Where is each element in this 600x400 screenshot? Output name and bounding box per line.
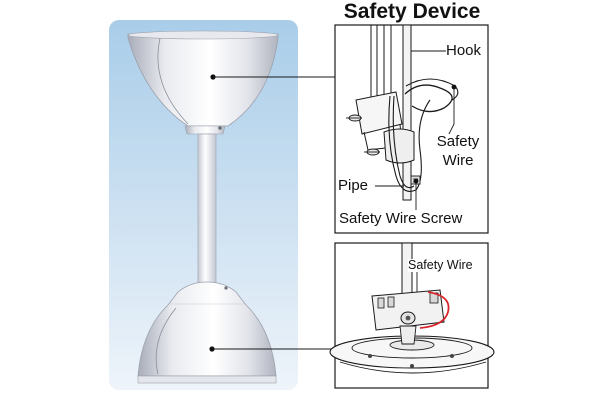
motor-top-plate	[329, 335, 495, 374]
label-pipe: Pipe	[338, 177, 369, 194]
motor-housing	[137, 281, 277, 384]
top-canopy-callout-dot	[210, 74, 216, 80]
label-hook: Hook	[446, 42, 482, 59]
diagram-title: Safety Device	[343, 0, 481, 23]
motor-housing-callout-dot	[209, 346, 215, 352]
downrod-pipe	[197, 133, 217, 285]
top-canopy	[127, 30, 279, 135]
hook-illustration	[402, 24, 453, 201]
label-safety-wire-line2: Wire	[440, 153, 476, 169]
safety-wire-red-loop	[419, 291, 450, 329]
safety-device-detail	[334, 24, 489, 234]
label-safety-wire-screw: Safety Wire Screw	[339, 210, 463, 227]
label-safety-wire-line1: Safety	[436, 133, 480, 150]
label-safety-wire-bottom: Safety Wire	[408, 258, 473, 273]
hanger-bracket-bottom	[371, 289, 445, 345]
fan-assembly-illustration	[109, 20, 298, 390]
